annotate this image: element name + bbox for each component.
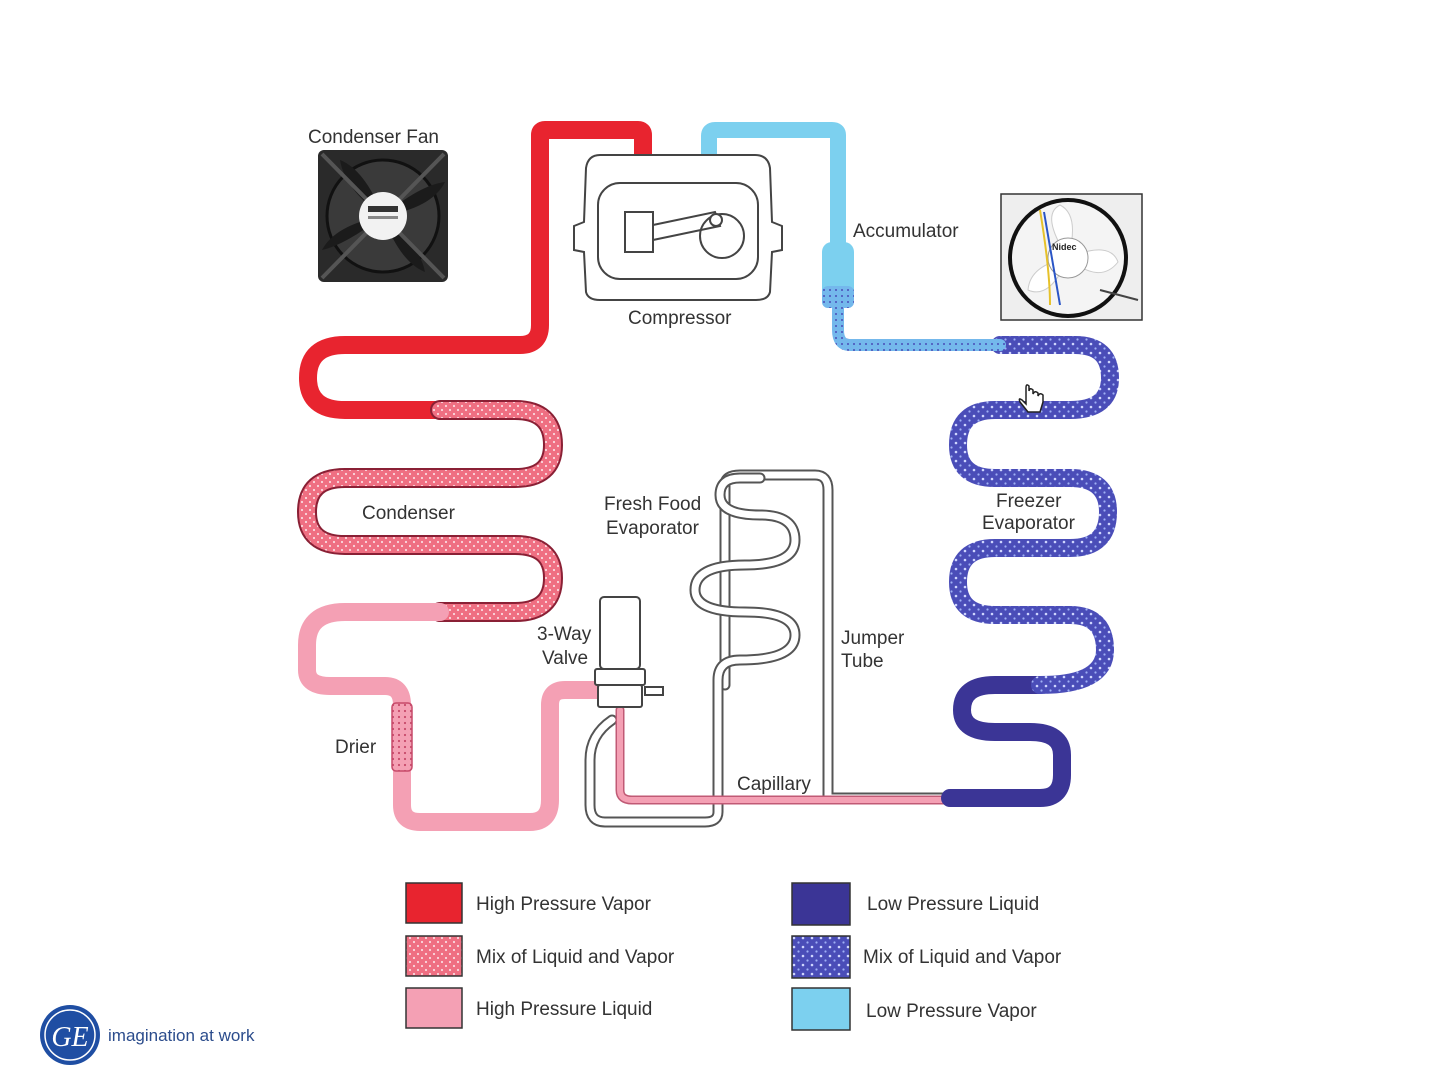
evaporator-fan-image: Nidec <box>1001 194 1142 320</box>
label-drier: Drier <box>335 737 377 758</box>
drier <box>392 703 412 771</box>
three-way-valve <box>595 597 663 707</box>
legend-swatch-mix-hot <box>406 936 462 976</box>
label-jumper-tube-line2: Tube <box>841 651 884 672</box>
fan-icon <box>322 154 445 278</box>
legend-label-mix-hot: Mix of Liquid and Vapor <box>476 947 675 968</box>
condenser-fan-image <box>318 150 448 282</box>
jumper-tube <box>725 475 950 798</box>
svg-text:Nidec: Nidec <box>1052 242 1077 252</box>
legend-label-low-pressure-vapor: Low Pressure Vapor <box>866 1001 1037 1022</box>
legend-swatch-high-pressure-liquid <box>406 988 462 1028</box>
ge-tagline: imagination at work <box>108 1026 255 1045</box>
label-condenser: Condenser <box>362 503 456 524</box>
legend-label-high-pressure-vapor: High Pressure Vapor <box>476 894 652 915</box>
label-capillary: Capillary <box>737 774 811 795</box>
legend-swatch-high-pressure-vapor <box>406 883 462 923</box>
label-jumper-tube-line1: Jumper <box>841 628 905 649</box>
label-freezer-evaporator-line2: Evaporator <box>982 513 1076 534</box>
legend: High Pressure Vapor Mix of Liquid and Va… <box>406 883 1062 1030</box>
label-fresh-food-evaporator-line1: Fresh Food <box>604 494 701 515</box>
label-accumulator: Accumulator <box>853 221 959 242</box>
label-three-way-valve-line2: Valve <box>542 648 588 669</box>
label-three-way-valve-line1: 3-Way <box>537 624 592 645</box>
label-compressor: Compressor <box>628 308 732 329</box>
legend-label-low-pressure-liquid: Low Pressure Liquid <box>867 894 1039 915</box>
label-fresh-food-evaporator-line2: Evaporator <box>606 518 700 539</box>
ge-logo: GE imagination at work <box>40 1005 255 1065</box>
legend-label-mix-cold: Mix of Liquid and Vapor <box>863 947 1062 968</box>
label-freezer-evaporator-line1: Freezer <box>996 491 1062 512</box>
ge-monogram: GE <box>51 1022 88 1053</box>
legend-label-high-pressure-liquid: High Pressure Liquid <box>476 999 652 1020</box>
label-condenser-fan: Condenser Fan <box>308 127 439 148</box>
legend-swatch-low-pressure-liquid <box>792 883 850 925</box>
low-pressure-liquid-line <box>950 685 1062 798</box>
legend-swatch-low-pressure-vapor <box>792 988 850 1030</box>
legend-swatch-mix-cold <box>792 936 850 978</box>
compressor <box>574 155 782 300</box>
